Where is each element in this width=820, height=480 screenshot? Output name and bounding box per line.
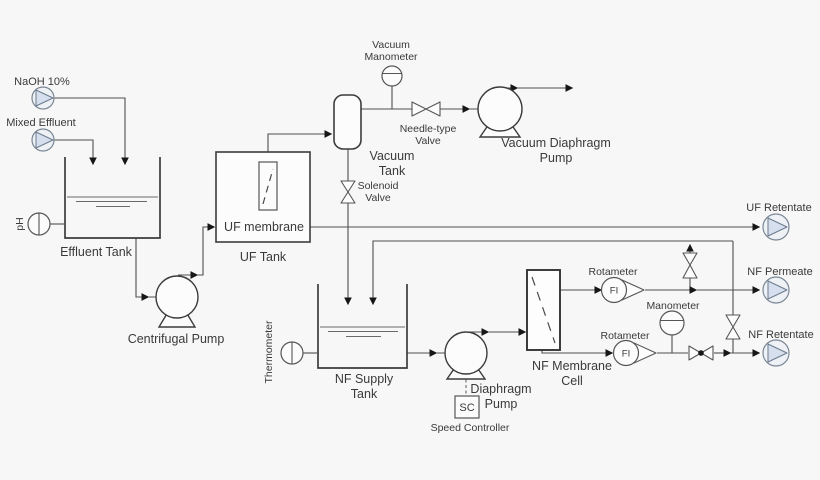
speed-controller: SC bbox=[454, 395, 480, 419]
manometer-icon bbox=[659, 310, 685, 336]
rotameter-retentate-label: Rotameter bbox=[600, 330, 650, 342]
pump-casing bbox=[477, 86, 523, 132]
valve-top-wing bbox=[725, 314, 741, 328]
pump-triangle bbox=[35, 131, 54, 149]
nf-permeate-label: NF Permeate bbox=[747, 266, 812, 278]
pipe-effluent-tank-outlet bbox=[135, 238, 150, 301]
speed-controller-box bbox=[454, 395, 480, 419]
pump-casing bbox=[155, 275, 199, 319]
nf-retentate-pump bbox=[762, 339, 790, 367]
valve-top-wing bbox=[340, 180, 356, 193]
effluent-tank bbox=[64, 157, 161, 239]
pipe-nf-cell-retentate bbox=[541, 349, 614, 357]
pipes bbox=[50, 84, 761, 396]
mixed-effluent-pump bbox=[31, 128, 55, 152]
valve-stem-dot bbox=[698, 350, 704, 356]
naoh-dosing-pump bbox=[31, 86, 55, 110]
uf-tank bbox=[215, 151, 311, 243]
vacuum-tank-vessel bbox=[333, 94, 362, 150]
valve-bottom-wing bbox=[682, 264, 698, 279]
retentate-needle-valve bbox=[688, 345, 714, 361]
vacuum-pump-label-2: Pump bbox=[540, 151, 573, 165]
rotameter-permeate-label: Rotameter bbox=[588, 266, 638, 278]
valve-left-wing bbox=[688, 345, 702, 361]
mixed-effluent-label: Mixed Effluent bbox=[6, 117, 76, 129]
diaphragm-pump-label-1: Diaphragm bbox=[470, 382, 531, 396]
uf-retentate-label: UF Retentate bbox=[746, 202, 811, 214]
effluent-tank-label: Effluent Tank bbox=[60, 245, 133, 259]
rotameter-permeate: FI bbox=[600, 276, 645, 304]
pipe-uf-tank-inlet bbox=[197, 223, 216, 276]
valve-bottom-wing bbox=[725, 326, 741, 340]
nf-membrane-cell bbox=[526, 269, 561, 351]
valve-top-wing bbox=[682, 252, 698, 266]
speed-controller-label: Speed Controller bbox=[431, 422, 510, 434]
valve-left-wing bbox=[411, 101, 427, 117]
solenoid-valve bbox=[340, 180, 356, 204]
nf-supply-tank-label-2: Tank bbox=[351, 387, 378, 401]
pump-triangle bbox=[35, 89, 54, 107]
effluent-tank-shell bbox=[64, 157, 161, 239]
uf-membrane-dash bbox=[262, 168, 274, 205]
flow-indicator-circle bbox=[612, 339, 640, 367]
pump-triangle bbox=[767, 343, 788, 363]
vacuum-manometer bbox=[381, 65, 403, 87]
nf-supply-tank-label-1: NF Supply bbox=[335, 372, 394, 386]
solenoid-valve-label-1: Solenoid bbox=[358, 180, 399, 192]
nf-manometer-label: Manometer bbox=[646, 300, 700, 312]
flow-indicator-tag: FI bbox=[610, 286, 618, 297]
needle-type-valve bbox=[411, 101, 441, 117]
thermometer-label: Thermometer bbox=[263, 320, 275, 384]
vacuum-diaphragm-pump bbox=[477, 86, 523, 138]
ph-meter bbox=[27, 212, 51, 236]
vacuum-manometer-label-1: Vacuum bbox=[372, 39, 410, 51]
pump-casing bbox=[444, 331, 488, 375]
nf-supply-tank-shell bbox=[317, 284, 408, 369]
valve-right-wing bbox=[700, 345, 714, 361]
flow-indicator-circle bbox=[600, 276, 628, 304]
uf-retentate-pump bbox=[762, 213, 790, 241]
pump-triangle bbox=[767, 217, 788, 237]
centrifugal-pump-label: Centrifugal Pump bbox=[128, 332, 225, 346]
pump-triangle bbox=[767, 280, 788, 300]
pipe-recycle-return-line bbox=[369, 240, 733, 306]
nf-membrane-dash bbox=[531, 276, 556, 344]
pipe-naoh-feed bbox=[54, 97, 129, 166]
naoh-feed-label: NaOH 10% bbox=[14, 76, 70, 88]
diaphragm-pump-label-2: Pump bbox=[485, 397, 518, 411]
needle-valve-label-2: Valve bbox=[415, 135, 441, 147]
solenoid-valve-label-2: Valve bbox=[365, 192, 391, 204]
vacuum-tank-label-1: Vacuum bbox=[370, 149, 415, 163]
retentate-bypass-valve bbox=[725, 314, 741, 340]
flow-indicator-tag: FI bbox=[622, 349, 630, 360]
vacuum-tank-label-2: Tank bbox=[379, 164, 406, 178]
centrifugal-pump bbox=[155, 275, 199, 328]
nf-membrane-cell-label-2: Cell bbox=[561, 374, 583, 388]
pipe-mixed-effluent-feed bbox=[54, 139, 97, 166]
vacuum-tank bbox=[333, 94, 362, 150]
valve-right-wing bbox=[425, 101, 441, 117]
nf-permeate-pump bbox=[762, 276, 790, 304]
vacuum-pump-label-1: Vacuum Diaphragm bbox=[501, 136, 611, 150]
speed-controller-tag: SC bbox=[459, 402, 474, 414]
valve-bottom-wing bbox=[340, 191, 356, 204]
manometer-icon bbox=[381, 65, 403, 87]
uf-membrane-label: UF membrane bbox=[224, 220, 304, 234]
uf-tank-label: UF Tank bbox=[240, 250, 287, 264]
labels: NaOH 10% Mixed Effluent pH Effluent Tank… bbox=[6, 39, 813, 434]
rotameter-retentate: FI bbox=[612, 339, 657, 367]
vacuum-manometer-label-2: Manometer bbox=[364, 51, 418, 63]
nf-supply-tank bbox=[317, 284, 408, 369]
ph-label: pH bbox=[14, 217, 26, 230]
permeate-recycle-valve bbox=[682, 252, 698, 279]
thermometer bbox=[280, 341, 304, 365]
nf-membrane-cell-label-1: NF Membrane bbox=[532, 359, 612, 373]
nf-manometer bbox=[659, 310, 685, 336]
nf-retentate-label: NF Retentate bbox=[748, 329, 813, 341]
diaphragm-pump bbox=[444, 331, 488, 380]
needle-valve-label-1: Needle-type bbox=[400, 123, 457, 135]
